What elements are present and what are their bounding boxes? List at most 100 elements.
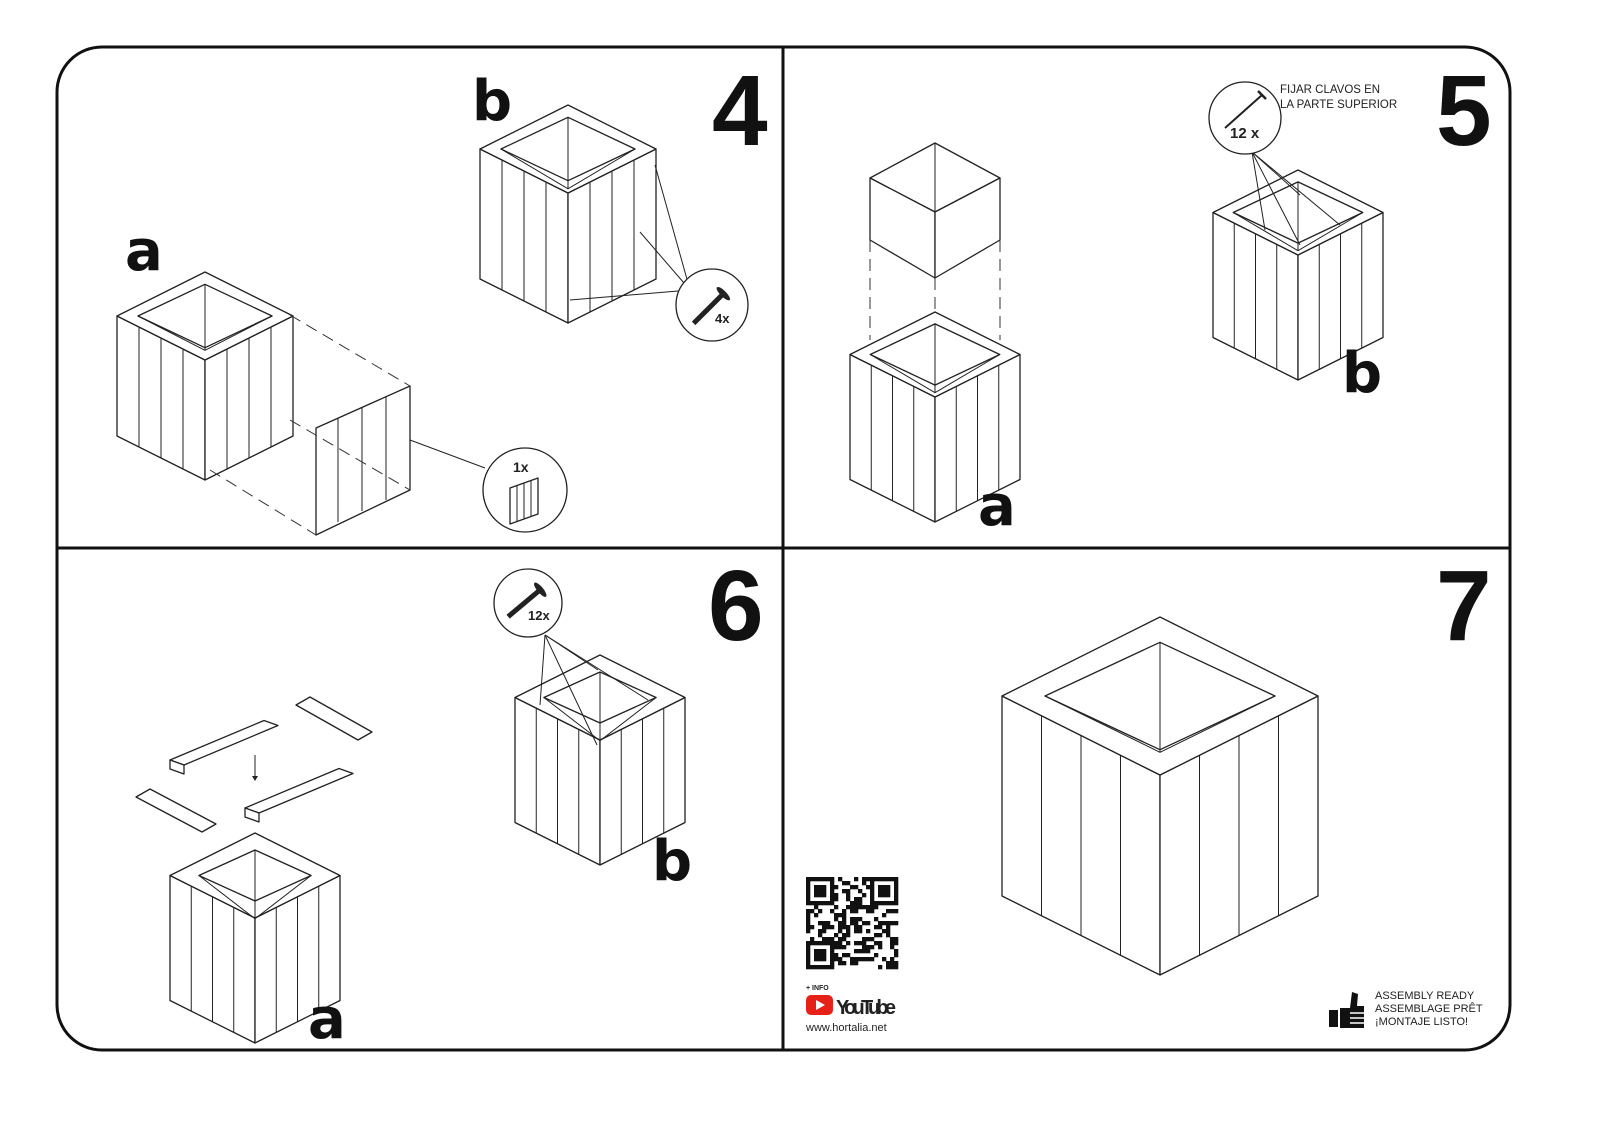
qr-module	[830, 889, 835, 894]
qr-module	[814, 901, 819, 906]
leader-line	[1251, 151, 1266, 231]
qr-module	[846, 953, 851, 958]
qr-module	[878, 945, 883, 950]
qr-module	[882, 957, 887, 962]
qr-module	[854, 917, 859, 922]
qr-module	[886, 921, 891, 926]
qr-module	[854, 929, 859, 934]
qr-module	[862, 921, 867, 926]
qr-module	[838, 957, 843, 962]
slat	[135, 788, 217, 833]
slat-end	[244, 807, 260, 823]
qr-module	[890, 957, 895, 962]
qr-module	[830, 961, 835, 966]
qr-module	[830, 937, 835, 942]
qr-module	[894, 953, 899, 958]
qr-module	[810, 909, 815, 914]
qr-module	[854, 925, 859, 930]
qr-module	[878, 889, 883, 894]
website-link[interactable]: www.hortalia.net	[805, 1022, 887, 1034]
qr-module	[882, 929, 887, 934]
qr-module	[882, 889, 887, 894]
qr-module	[838, 941, 843, 946]
panel-count: 1x	[513, 459, 529, 475]
qr-module	[854, 957, 859, 962]
qr-module	[826, 925, 831, 930]
qr-module	[858, 889, 863, 894]
qr-module	[846, 941, 851, 946]
qr-module	[826, 877, 831, 882]
qr-module	[854, 961, 859, 966]
qr-module	[886, 909, 891, 914]
qr-module	[806, 909, 811, 914]
qr-module	[838, 913, 843, 918]
planter-b-step6	[514, 654, 686, 866]
qr-module	[834, 941, 839, 946]
qr-module	[878, 925, 883, 930]
qr-module	[806, 929, 811, 934]
qr-module	[850, 905, 855, 910]
qr-module	[834, 953, 839, 958]
qr-module	[870, 909, 875, 914]
qr-module	[850, 957, 855, 962]
qr-module	[818, 893, 823, 898]
leader-line	[639, 231, 691, 291]
qr-module	[814, 889, 819, 894]
qr-module	[822, 929, 827, 934]
qr-module	[886, 965, 891, 970]
qr-module	[834, 917, 839, 922]
finished-planter	[1001, 616, 1319, 976]
qr-module	[818, 953, 823, 958]
qr-module	[858, 957, 863, 962]
qr-module	[866, 909, 871, 914]
qr-module	[814, 905, 819, 910]
screw-count: 12x	[528, 608, 550, 623]
slat-end	[169, 759, 185, 775]
qr-module	[822, 965, 827, 970]
qr-module	[806, 893, 811, 898]
qr-module	[878, 933, 883, 938]
qr-module	[890, 965, 895, 970]
qr-module	[878, 941, 883, 946]
youtube-link[interactable]: YouTube	[806, 995, 896, 1019]
qr-module	[830, 909, 835, 914]
step-number-7: 7	[1436, 550, 1492, 662]
planter-a-step5	[849, 311, 1021, 523]
qr-module	[834, 945, 839, 950]
qr-module	[894, 881, 899, 886]
qr-module	[806, 953, 811, 958]
planter-b-step5	[1212, 169, 1384, 381]
qr-module	[858, 917, 863, 922]
qr-module	[894, 909, 899, 914]
panel-icon	[509, 477, 539, 525]
qr-module	[810, 877, 815, 882]
qr-module	[890, 921, 895, 926]
qr-module	[890, 945, 895, 950]
qr-module	[810, 941, 815, 946]
planter-a-step6	[169, 832, 341, 1044]
qr-code[interactable]	[806, 877, 899, 970]
qr-module	[866, 945, 871, 950]
qr-module	[854, 885, 859, 890]
qr-module	[826, 965, 831, 970]
qr-module	[862, 937, 867, 942]
qr-module	[886, 925, 891, 930]
qr-module	[858, 897, 863, 902]
qr-module	[858, 925, 863, 930]
alignment-guide	[209, 469, 317, 536]
leader-line	[1251, 151, 1301, 196]
qr-module	[810, 937, 815, 942]
qr-module	[830, 925, 835, 930]
qr-module	[806, 941, 811, 946]
qr-module	[890, 937, 895, 942]
qr-module	[822, 889, 827, 894]
qr-module	[822, 925, 827, 930]
qr-module	[838, 961, 843, 966]
qr-module	[870, 905, 875, 910]
qr-module	[878, 965, 883, 970]
qr-module	[842, 909, 847, 914]
qr-module	[814, 957, 819, 962]
qr-module	[822, 941, 827, 946]
qr-module	[874, 933, 879, 938]
qr-module	[862, 949, 867, 954]
